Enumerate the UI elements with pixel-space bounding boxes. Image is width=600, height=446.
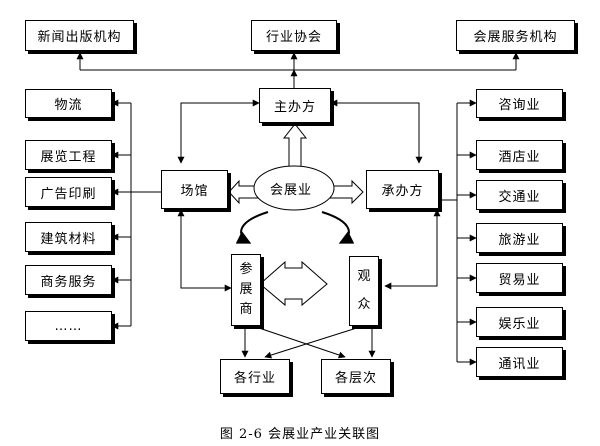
bottom-links (241, 325, 376, 359)
node-exhibition-engineering: 展览工程 (25, 140, 112, 170)
node-etc-label: …… (54, 318, 83, 334)
node-tourism: 旅游业 (476, 223, 563, 253)
node-venue: 场馆 (161, 170, 228, 209)
node-organizer-label: 主办方 (273, 100, 316, 115)
node-exhibition-services: 会展服务机构 (456, 20, 575, 51)
node-hotel: 酒店业 (476, 140, 563, 170)
node-news-publishing: 新闻出版机构 (25, 20, 134, 51)
node-audience: 观 众 (349, 256, 379, 326)
node-hotel-label: 酒店业 (498, 149, 541, 165)
node-exhibitor-char-1: 参 (239, 262, 253, 277)
node-exhibitor: 参 展 商 (231, 254, 261, 326)
node-transportation: 交通业 (476, 180, 563, 210)
left-bus-connectors (111, 99, 161, 330)
node-etc: …… (25, 311, 112, 341)
node-organizer: 主办方 (259, 88, 331, 123)
organizer-links (177, 99, 423, 164)
node-tourism-label: 旅游业 (498, 232, 541, 248)
node-advertising-printing: 广告印刷 (25, 177, 112, 207)
node-trade: 贸易业 (476, 263, 563, 293)
node-all-industries: 各行业 (220, 359, 290, 394)
industry-hub-ellipse (253, 165, 335, 211)
node-telecom: 通讯业 (476, 347, 563, 377)
node-industry-association: 行业协会 (251, 20, 337, 51)
node-venue-label: 场馆 (180, 184, 209, 199)
figure-caption: 图 2-6 会展业产业关联图 (219, 427, 381, 442)
node-contractor-label: 承办方 (381, 184, 424, 199)
node-audience-char-1: 观 (357, 269, 371, 284)
node-advertising-printing-label: 广告印刷 (40, 186, 97, 202)
node-exhibitor-char-2: 展 (239, 282, 253, 297)
node-telecom-label: 通讯业 (498, 356, 541, 372)
node-logistics-label: 物流 (54, 98, 83, 113)
node-all-levels-label: 各层次 (334, 371, 377, 386)
node-audience-char-2: 众 (357, 297, 371, 312)
node-contractor: 承办方 (366, 170, 439, 209)
node-business-services: 商务服务 (25, 265, 112, 295)
node-building-materials-label: 建筑材料 (40, 231, 97, 247)
hollow-arrows (228, 123, 364, 307)
node-news-publishing-label: 新闻出版机构 (37, 30, 122, 45)
node-logistics: 物流 (25, 89, 112, 118)
node-exhibition-services-label: 会展服务机构 (473, 30, 558, 45)
node-building-materials: 建筑材料 (25, 222, 112, 252)
node-industry-label: 会展业 (270, 183, 313, 198)
node-exhibitor-char-3: 商 (239, 302, 253, 317)
node-all-levels: 各层次 (321, 359, 391, 394)
node-industry-association-label: 行业协会 (265, 30, 322, 45)
node-entertainment: 娱乐业 (476, 307, 563, 337)
node-entertainment-label: 娱乐业 (498, 316, 541, 332)
node-trade-label: 贸易业 (498, 272, 541, 288)
participant-links (177, 209, 441, 292)
node-business-services-label: 商务服务 (40, 274, 97, 290)
top-bus-connectors (76, 52, 520, 88)
cycle-arrows (235, 211, 355, 244)
node-transportation-label: 交通业 (498, 189, 541, 205)
node-all-industries-label: 各行业 (233, 371, 276, 386)
node-consulting-label: 咨询业 (498, 98, 541, 113)
node-consulting: 咨询业 (476, 89, 563, 118)
right-bus-connectors (439, 99, 477, 366)
node-exhibition-engineering-label: 展览工程 (40, 149, 97, 165)
